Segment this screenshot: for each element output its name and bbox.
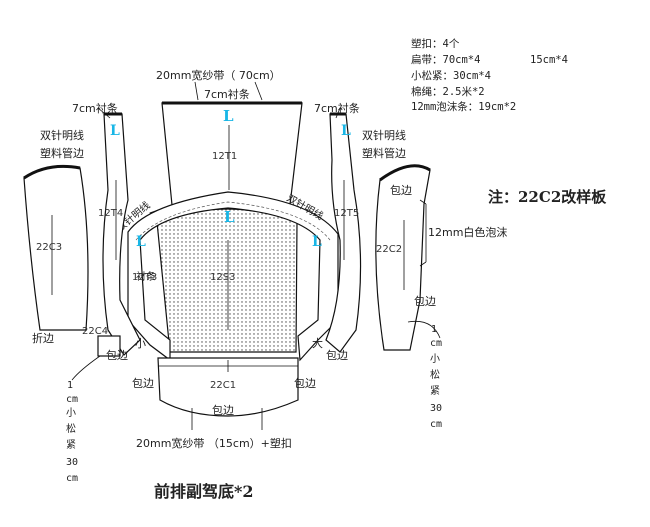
elastic-right-1: cm <box>430 338 442 349</box>
elastic-right-6: cm <box>430 419 442 430</box>
foam-bracket-bottom <box>419 261 427 267</box>
chentiao-left-label: 7cm衬条 <box>72 101 118 115</box>
foam-label: 12mm白色泡沫 <box>428 225 507 239</box>
code-22C3: 22C3 <box>36 242 62 253</box>
baobian-1: 包边 <box>106 349 128 362</box>
double-needle-left: 双针明线 <box>40 128 84 142</box>
elastic-right-5: 30 <box>430 403 442 414</box>
baobian-7: 包边 <box>414 295 436 308</box>
code-12T5: 12T5 <box>334 208 359 219</box>
double-needle-right: 双针明线 <box>362 128 406 142</box>
top-band-leader-left <box>194 81 199 101</box>
elastic-right-4: 紧 <box>430 385 440 397</box>
bottom-band-label: 20mm宽纱带 （15cm）+塑扣 <box>136 436 292 450</box>
spec-elastic: 小松紧：30cm*4 <box>411 69 491 82</box>
baobian-6: 包边 <box>390 184 412 197</box>
elastic-left-2: 小 <box>66 407 76 419</box>
panel-12T3 <box>127 191 339 362</box>
code-22C2: 22C2 <box>376 244 402 255</box>
elastic-right-3: 松 <box>430 368 440 381</box>
spec-foam: 12mm泡沫条：19cm*2 <box>411 100 516 113</box>
chentiao-right-label: 7cm衬条 <box>314 101 360 115</box>
mark-L-mid-left: L <box>136 234 146 250</box>
panel-22C4 <box>97 335 121 357</box>
plastic-edge-left: 塑料管边 <box>40 146 84 160</box>
label-xiao: 小 <box>135 337 146 350</box>
code-12T3: 12T3 <box>132 272 157 283</box>
elastic-right-leader <box>407 320 441 339</box>
elastic-left-3: 松 <box>66 422 76 435</box>
revision-note: 注：22C2改样板 <box>488 188 607 206</box>
chentiao-left-leader <box>97 107 111 119</box>
spec-strap-a: 扁带：70cm*4 <box>411 53 480 66</box>
code-22C4: 22C4 <box>82 326 108 337</box>
mark-L-right: L <box>341 123 351 139</box>
panel-12T4 <box>102 113 141 356</box>
top-band-leader-right <box>254 81 263 101</box>
code-22C1: 22C1 <box>210 380 236 391</box>
mark-L-top: L <box>223 107 234 125</box>
mark-L-mid-right: L <box>312 234 322 250</box>
diagram-title: 前排副驾底*2 <box>154 482 254 501</box>
baobian-3: 包边 <box>132 377 154 390</box>
baobian-2: 包边 <box>326 349 348 362</box>
panel-12T3-stitch <box>135 201 331 241</box>
elastic-left-1: cm <box>66 394 78 405</box>
label-da: 大 <box>312 336 323 350</box>
panel-12T5 <box>325 113 362 353</box>
elastic-left-4: 紧 <box>66 439 76 451</box>
elastic-right-2: 小 <box>430 353 440 365</box>
mark-L-center: L <box>224 208 235 226</box>
panel-22C1 <box>157 357 299 417</box>
baobian-4: 包边 <box>294 377 316 390</box>
panel-22C2-top-edge <box>379 164 431 182</box>
elastic-left-6: cm <box>66 473 78 484</box>
panel-22C3-top-edge <box>23 164 81 180</box>
mark-L-left: L <box>110 123 120 139</box>
elastic-left-0: 1 <box>67 380 73 391</box>
code-12S3: 12S3 <box>210 272 235 283</box>
code-12T4: 12T4 <box>98 208 123 219</box>
spec-strap-b: 15cm*4 <box>530 54 568 66</box>
chentiao-right-leader <box>335 107 341 119</box>
chentiao-top-label: 7cm衬条 <box>204 87 250 101</box>
elastic-left-leader <box>71 355 101 381</box>
elastic-right-0: 1 <box>431 324 437 335</box>
spec-buckle: 塑扣：4个 <box>411 37 460 50</box>
elastic-left-5: 30 <box>66 457 78 468</box>
baobian-5: 包边 <box>212 404 234 417</box>
code-12T1: 12T1 <box>212 151 237 162</box>
foam-bracket-top <box>419 199 427 205</box>
top-band-label: 20mm宽纱带（ 70cm） <box>156 68 281 82</box>
zhebian-label: 折边 <box>32 331 54 345</box>
spec-cord: 棉绳：2.5米*2 <box>411 85 485 98</box>
chentiao-mid: 衬条 <box>136 270 156 283</box>
plastic-edge-right: 塑料管边 <box>362 146 406 160</box>
